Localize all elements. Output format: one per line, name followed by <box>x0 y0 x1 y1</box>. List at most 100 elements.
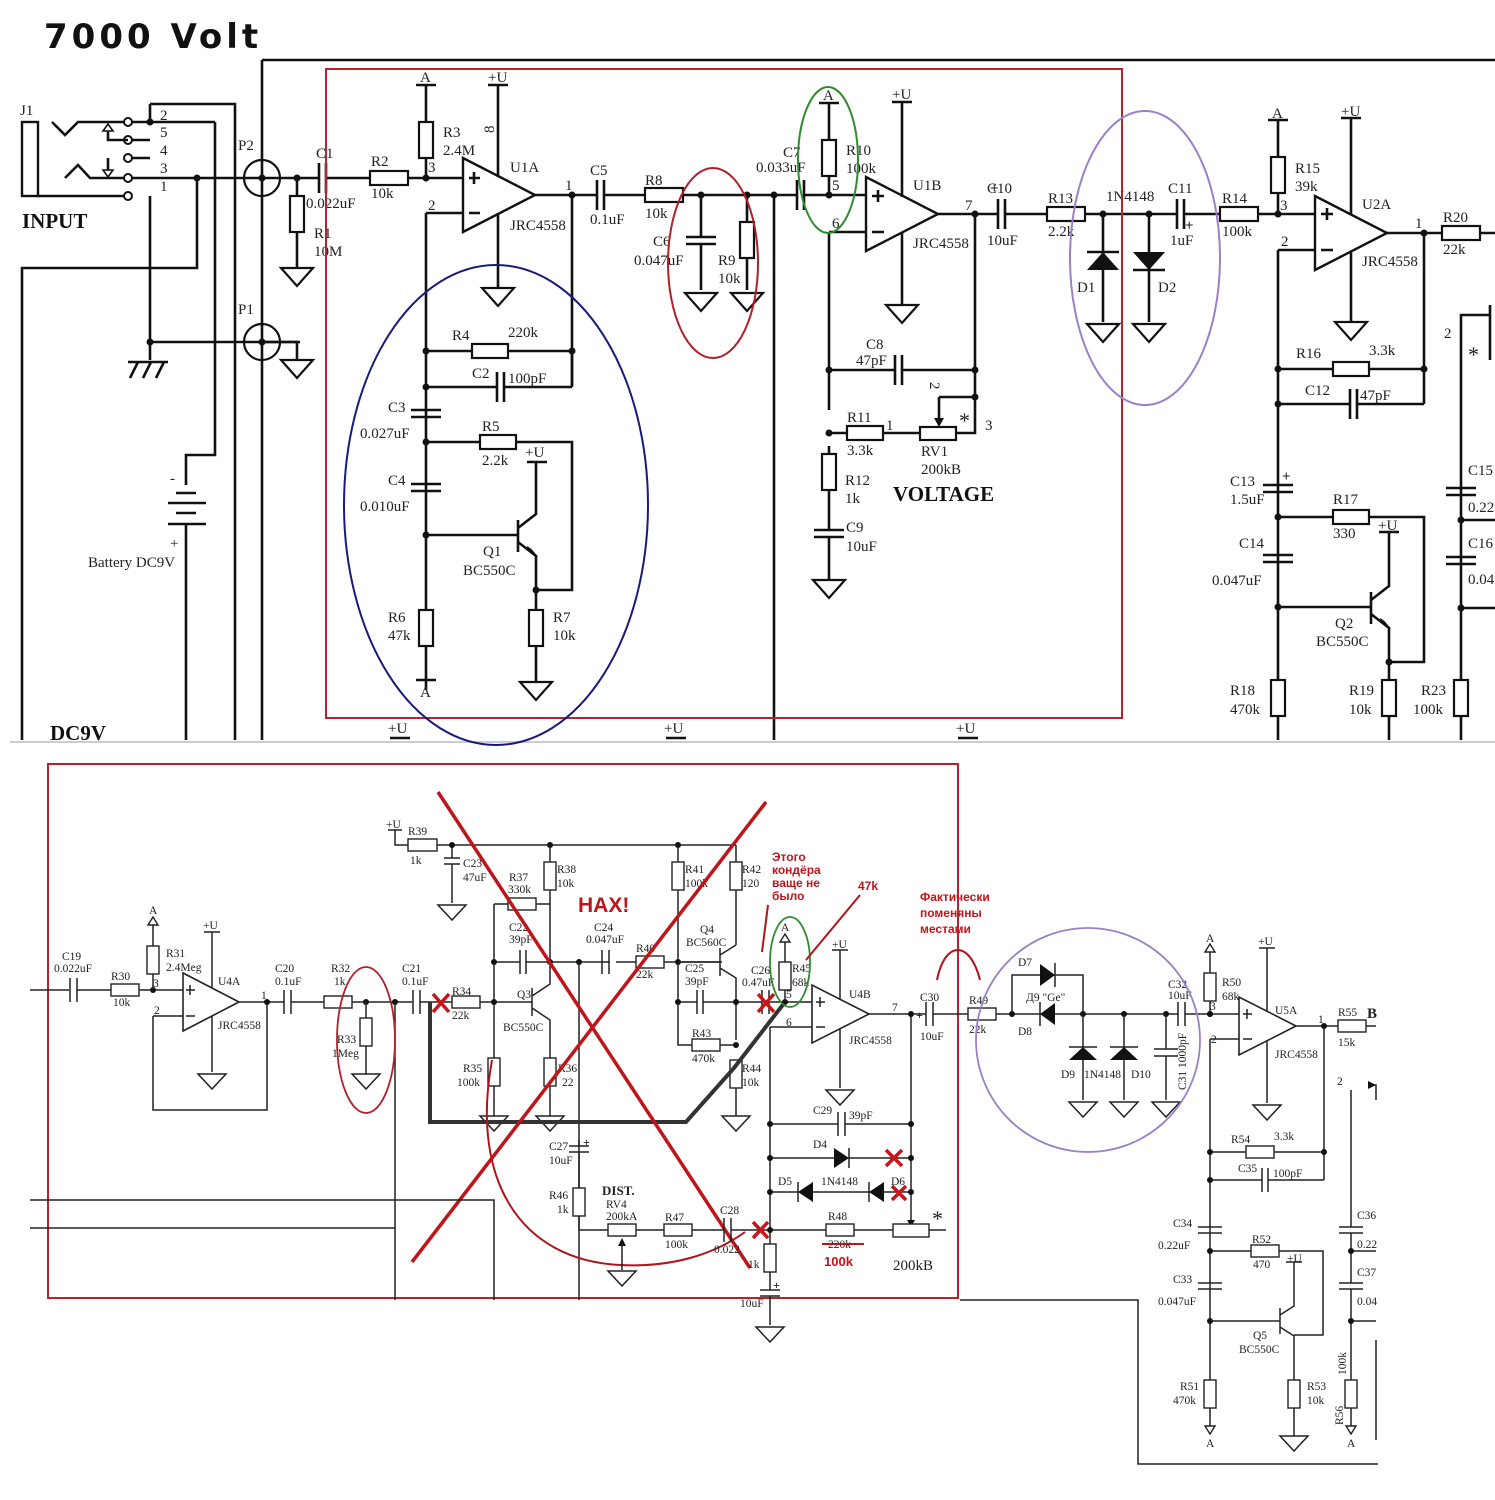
rewire-arrow-curve <box>485 1059 746 1267</box>
resistor-r50 <box>1203 972 1217 1002</box>
r37-value: 330k <box>508 884 531 896</box>
r50-ref: R50 <box>1222 977 1241 989</box>
wire <box>1209 1025 1376 1380</box>
wire <box>686 195 749 290</box>
pin-label: 3 <box>1210 1001 1216 1013</box>
pin-label: 5 <box>786 989 792 1001</box>
r1-ref: R1 <box>314 226 332 242</box>
c11-ref: C11 <box>1168 181 1192 197</box>
wire <box>1276 305 1495 740</box>
dist-knob-label: DIST. <box>602 1183 635 1198</box>
r8-ref: R8 <box>645 173 663 189</box>
resistor-r7 <box>527 608 545 648</box>
ground-icon <box>729 291 765 313</box>
c5-value: 0.1uF <box>590 212 625 228</box>
c22-value: 39pF <box>509 934 533 946</box>
transistor-q5 <box>1210 1261 1302 1380</box>
pot-wiper-arrow <box>1368 1081 1376 1089</box>
q1-ref: Q1 <box>483 544 501 560</box>
c10-value: 10uF <box>987 233 1018 249</box>
resistor-r39 <box>407 838 438 852</box>
capacitor-c31 <box>1154 1014 1178 1100</box>
c23-value: 47uF <box>463 872 487 884</box>
annotation-line: кондёра <box>772 863 821 877</box>
wire <box>148 102 237 740</box>
u4a-part: JRC4558 <box>218 1020 261 1032</box>
ground-icon <box>1085 322 1121 344</box>
diode-d10 <box>1110 1014 1138 1100</box>
capacitor-c21 <box>412 990 421 1014</box>
swap-arrow-icon <box>936 949 981 981</box>
annotation-line: Фактически <box>920 890 990 904</box>
polarity-plus: + <box>773 1278 780 1292</box>
r23-value: 100k <box>1413 702 1444 718</box>
r34-ref: R34 <box>452 986 471 998</box>
u4a-ref: U4A <box>218 976 241 988</box>
resistor-r53 <box>1287 1379 1301 1409</box>
wire <box>148 196 300 360</box>
resistor-r18 <box>1269 678 1287 718</box>
r14-ref: R14 <box>1222 191 1248 207</box>
voltage-knob-label: VOLTAGE <box>893 482 994 506</box>
resistor-r6 <box>417 608 435 648</box>
battery-icon <box>168 491 206 740</box>
supply-label: +U <box>488 70 507 86</box>
q3-ref: Q3 <box>517 989 531 1001</box>
c32-ref: C32 <box>1168 979 1187 991</box>
pin-label: 6 <box>786 1017 792 1029</box>
r20-value: 22k <box>1443 242 1466 258</box>
c34-ref: C34 <box>1173 1218 1192 1230</box>
r35-value: 100k <box>457 1077 480 1089</box>
transistor-q4 <box>678 944 737 1040</box>
c26-value: 0.47uF <box>742 977 774 989</box>
r11-ref: R11 <box>847 410 871 426</box>
r48-new-value: 100k <box>824 1254 854 1269</box>
r19-value: 10k <box>1349 702 1372 718</box>
r3-value: 2.4M <box>443 143 475 159</box>
r46-value: 1k <box>557 1204 569 1216</box>
ground-icon <box>884 303 920 325</box>
resistor-r32 <box>323 995 353 1009</box>
highlight-ellipse-blue <box>343 264 649 746</box>
q1-part: BC550C <box>463 563 516 579</box>
r31-ref: R31 <box>166 948 185 960</box>
ground-icon <box>755 1326 785 1343</box>
wire <box>1258 118 1316 216</box>
supply-label: +U <box>892 87 911 103</box>
node-a-label: A <box>823 88 834 104</box>
c4-value: 0.010uF <box>360 499 410 515</box>
pin-label: 1 <box>1415 216 1423 232</box>
potentiometer-rv1 <box>918 425 958 442</box>
r41-ref: R41 <box>685 864 704 876</box>
r36-value: 22 <box>562 1077 574 1089</box>
r44-ref: R44 <box>742 1063 761 1075</box>
resistor-r34 <box>451 995 481 1009</box>
resistor-r20 <box>1440 224 1482 242</box>
r12-ref: R12 <box>845 473 870 489</box>
capacitor-c1 <box>317 163 328 193</box>
pot-pin: 2 <box>926 382 942 390</box>
battery-plus: + <box>170 536 178 552</box>
c15-value: 0.22 <box>1468 500 1494 516</box>
c3-value: 0.027uF <box>360 426 410 442</box>
pin-label: 2 <box>1281 234 1289 250</box>
pot-mark: * <box>932 1206 943 1231</box>
r32-ref: R32 <box>331 963 350 975</box>
c36-value: 0.22 <box>1357 1239 1377 1251</box>
c6-ref: C6 <box>653 234 671 250</box>
ground-icon <box>197 1073 227 1090</box>
opamp-u4b <box>811 949 871 1088</box>
r2-ref: R2 <box>371 154 389 170</box>
ge-diode-label: Д9 "Ge" <box>1026 992 1065 1004</box>
wire <box>416 646 538 682</box>
r56-ref: R56 <box>1334 1406 1346 1425</box>
c-gnd-value: 10uF <box>740 1298 764 1310</box>
pin-label: 3 <box>1280 198 1288 214</box>
diode-type: 1N4148 <box>1106 189 1154 205</box>
d9-label: D9 <box>1061 1069 1075 1081</box>
r32-value: 1k <box>334 976 346 988</box>
pin-label: 5 <box>832 178 840 194</box>
rv1-ref: RV1 <box>921 444 948 460</box>
